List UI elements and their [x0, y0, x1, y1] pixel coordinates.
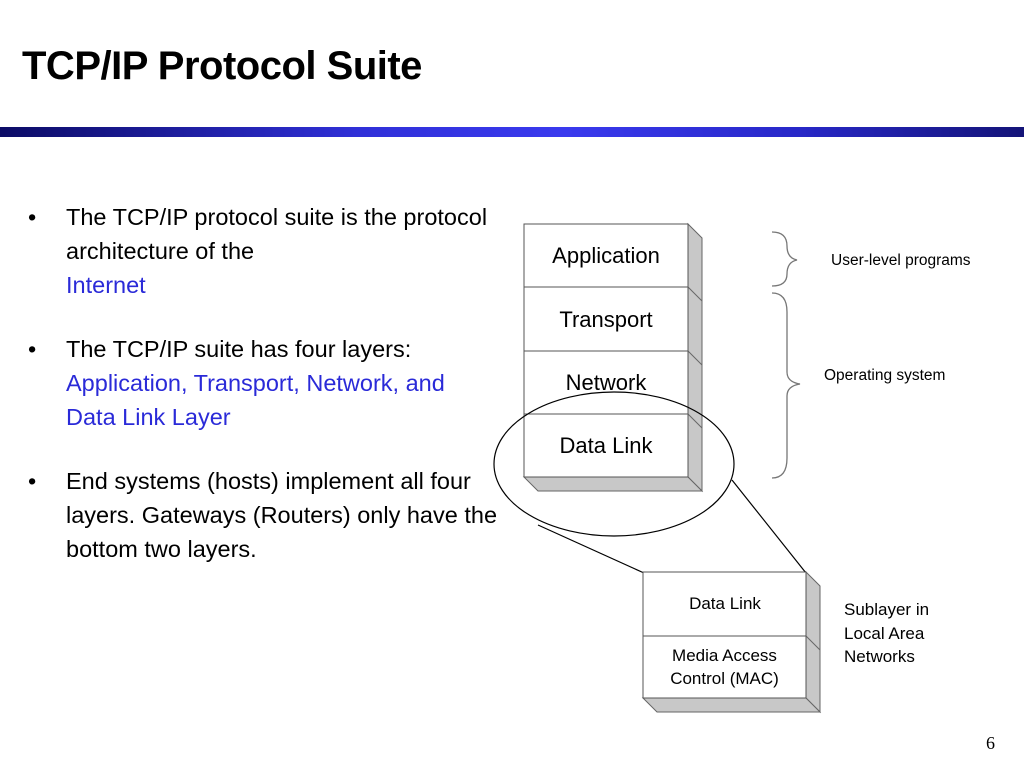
datalink-highlight-ellipse	[493, 391, 735, 537]
bullet-item: • The TCP/IP protocol suite is the proto…	[28, 200, 498, 302]
sublayer-description-label: Sublayer in Local Area Networks	[844, 600, 930, 666]
layer-network-box	[523, 350, 689, 415]
layer-datalink-label: Data Link	[560, 433, 654, 458]
sublayer-mac-label: Media Access Control (MAC)	[670, 646, 779, 688]
bullet-text: The TCP/IP suite has four layers:	[66, 336, 412, 362]
user-level-label: User-level programs	[831, 252, 971, 269]
bullet-dot: •	[28, 336, 37, 362]
bullet-item: • The TCP/IP suite has four layers: Appl…	[28, 332, 498, 434]
operating-system-brace	[771, 292, 801, 479]
stack-bottom-face	[522, 476, 704, 492]
bullet-list: • The TCP/IP protocol suite is the proto…	[28, 200, 498, 596]
bullet-highlight: Internet	[66, 272, 146, 298]
layer-application-label: Application	[552, 243, 660, 268]
layer-transport-box	[523, 286, 689, 352]
layer-application-box	[523, 223, 689, 288]
sublayer-mac-box	[642, 635, 807, 699]
bullet-dot: •	[28, 204, 37, 230]
bullet-dot: •	[28, 468, 37, 494]
slide-title: TCP/IP Protocol Suite	[22, 44, 422, 88]
connector-line-right	[731, 479, 807, 574]
operating-system-label: Operating system	[824, 367, 945, 384]
page-number: 6	[986, 733, 995, 753]
connector-line-left	[537, 524, 645, 574]
title-divider-bar	[0, 127, 1024, 137]
layer-transport-label: Transport	[559, 307, 652, 332]
bullet-item: • End systems (hosts) implement all four…	[28, 464, 498, 566]
sublayer-datalink-label: Data Link	[689, 594, 761, 613]
sublayer-side-face	[805, 570, 821, 714]
bullet-text: The TCP/IP protocol suite is the protoco…	[66, 204, 488, 264]
user-level-brace	[771, 231, 798, 287]
bullet-text: End systems (hosts) implement all four l…	[66, 468, 498, 562]
layer-network-label: Network	[566, 370, 648, 395]
bullet-highlight: Application, Transport, Network, and Dat…	[66, 370, 445, 430]
sublayer-datalink-box	[642, 571, 807, 637]
layer-datalink-box	[523, 413, 689, 478]
sublayer-bottom-face	[641, 697, 822, 713]
